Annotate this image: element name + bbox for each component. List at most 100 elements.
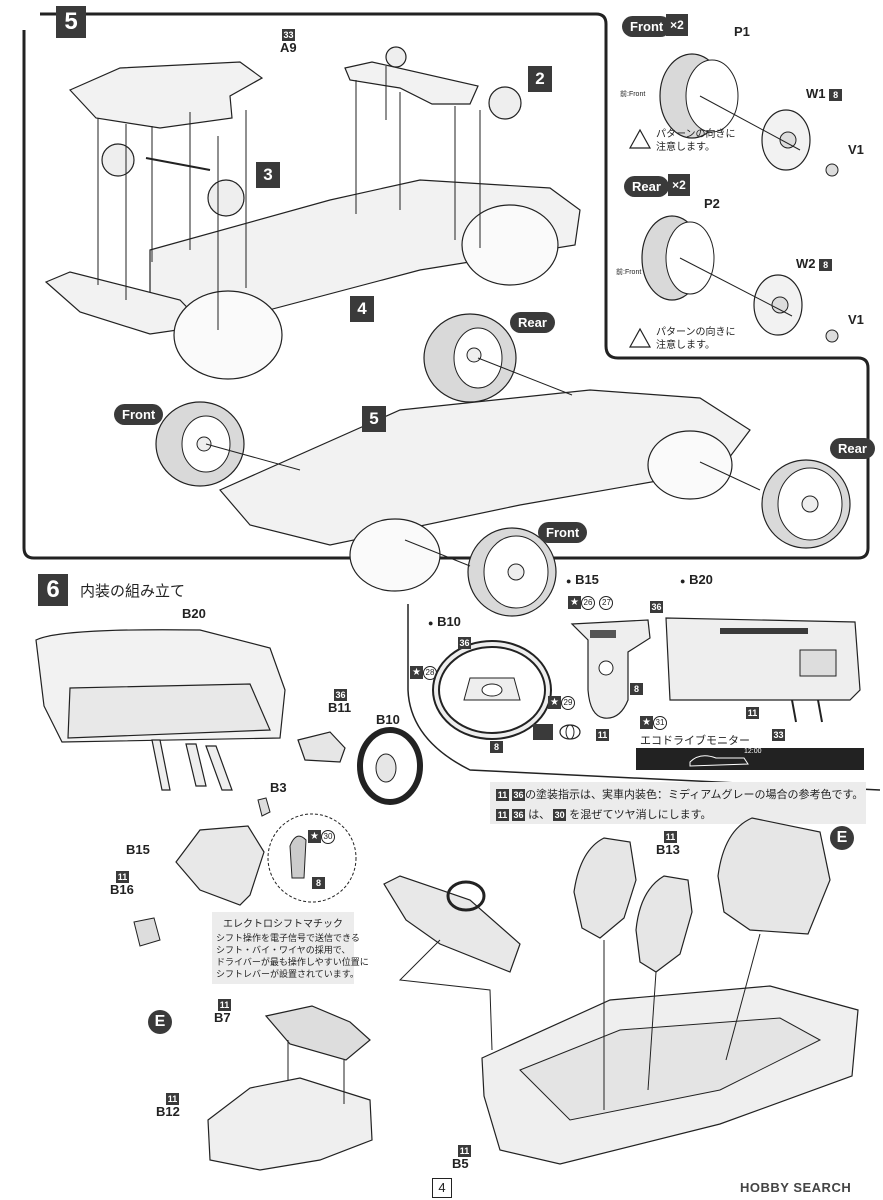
label-b7: B7 bbox=[214, 1010, 231, 1025]
page-number: 4 bbox=[432, 1178, 452, 1198]
chassis-wheel-front bbox=[173, 290, 283, 380]
detail-b15-c11: 11 bbox=[596, 728, 609, 741]
detail-b15-screen bbox=[590, 630, 616, 638]
front-count: ×2 bbox=[666, 14, 688, 36]
b12-color: 11 bbox=[166, 1092, 179, 1105]
tire-label-rear-2: Rear bbox=[830, 438, 875, 459]
label-b16: B16 bbox=[110, 882, 134, 897]
warning-icon-front bbox=[628, 128, 652, 149]
shift-color: 8 bbox=[312, 874, 325, 892]
marker-e-bottom: E bbox=[148, 1010, 172, 1034]
label-b13: B13 bbox=[656, 842, 680, 857]
label-b15: B15 bbox=[126, 842, 150, 857]
marker-e-top: E bbox=[830, 826, 854, 850]
detail-b10-c8: 8 bbox=[490, 738, 503, 756]
rear-suspension bbox=[344, 61, 479, 105]
chassis-lower-wheel-rr bbox=[647, 430, 733, 500]
b13-color: 11 bbox=[664, 830, 677, 843]
toyota-logo-decal bbox=[533, 724, 581, 740]
rear-direction: 前:Front bbox=[616, 269, 642, 276]
eco-monitor-time: 12:00 bbox=[744, 748, 762, 755]
label-b20: B20 bbox=[182, 606, 206, 621]
detail-steering-wheel bbox=[432, 640, 552, 740]
front-hub-left bbox=[101, 143, 135, 177]
step6-number: 6 bbox=[38, 574, 68, 606]
eco-drive-monitor-screen bbox=[636, 748, 864, 770]
front-cap-v1: V1 bbox=[848, 142, 864, 157]
detail-b20-c36: 36 bbox=[650, 600, 663, 613]
front-tire-p1: P1 bbox=[734, 24, 750, 39]
rear-count: ×2 bbox=[668, 174, 690, 196]
tire-front-right bbox=[467, 527, 557, 617]
detail-b10-star29: ★29 bbox=[548, 694, 575, 712]
shift-note-title: エレクトロシフトマチック bbox=[223, 919, 343, 930]
rear-wheel-label: Rear bbox=[624, 176, 669, 197]
step5-number: 5 bbox=[56, 6, 86, 38]
front-direction: 前:Front bbox=[620, 91, 646, 98]
part-b3 bbox=[257, 797, 271, 817]
front-hub-right bbox=[207, 179, 245, 217]
detail-b20-c11: 11 bbox=[746, 706, 759, 719]
dashboard-assembly bbox=[383, 875, 521, 973]
part-b15 bbox=[175, 825, 265, 906]
note-line-2: 11 36 は、 30 を混ぜてツヤ消しにします。 bbox=[496, 809, 712, 822]
eco-monitor-label: エコドライブモニター bbox=[640, 735, 750, 747]
part-a9-color: 33 bbox=[282, 28, 295, 41]
b16-color: 11 bbox=[116, 870, 129, 883]
front-seat-right bbox=[635, 875, 693, 973]
b5-color: 11 bbox=[458, 1144, 471, 1157]
watermark: HOBBY SEARCH bbox=[740, 1180, 852, 1195]
substep-2: 2 bbox=[528, 66, 552, 92]
rear-hub bbox=[488, 86, 522, 120]
tire-front-left bbox=[155, 401, 245, 487]
substep-5: 5 bbox=[362, 406, 386, 432]
rear-cap-v1: V1 bbox=[848, 312, 864, 327]
shift-note-body: シフト操作を電子信号で送信できる シフト・バイ・ワイヤの採用で、 ドライバーが最… bbox=[216, 933, 369, 979]
rear-wheel-w2: W2 8 bbox=[796, 256, 833, 271]
part-b11 bbox=[297, 731, 346, 763]
chassis-lower bbox=[219, 389, 751, 546]
rear-caution: パターンの向きに 注意します。 bbox=[656, 327, 736, 351]
dashboard-b20 bbox=[35, 629, 286, 743]
floor-panel-a9 bbox=[68, 61, 264, 129]
front-wheel-set bbox=[659, 53, 839, 177]
tire-label-rear-1: Rear bbox=[510, 312, 555, 333]
substep-3: 3 bbox=[256, 162, 280, 188]
shift-knob-detail bbox=[289, 835, 307, 879]
tire-rear-upper bbox=[423, 313, 517, 403]
detail-b15-c8: 8 bbox=[630, 680, 643, 698]
front-wheel-w1: W1 8 bbox=[806, 86, 843, 101]
front-seat-left bbox=[573, 837, 637, 939]
part-b12 bbox=[207, 1077, 373, 1171]
shift-star-color: ★30 bbox=[308, 828, 335, 846]
step6-title: 内装の組み立て bbox=[80, 583, 186, 600]
b11-color: 36 bbox=[334, 688, 347, 701]
part-b7 bbox=[264, 1005, 371, 1061]
part-b16 bbox=[133, 917, 161, 947]
rear-wheel-set bbox=[641, 215, 839, 343]
detail-b10-c36: 36 bbox=[458, 636, 471, 649]
detail-b20-label: ● B20 bbox=[680, 572, 713, 587]
tire-label-front-1: Front bbox=[114, 404, 164, 425]
tire-label-front-2: Front bbox=[538, 522, 588, 543]
rear-seat bbox=[717, 817, 831, 935]
shift-note-box: エレクトロシフトマチック シフト操作を電子信号で送信できる シフト・バイ・ワイヤ… bbox=[212, 912, 369, 984]
b7-color: 11 bbox=[218, 998, 231, 1011]
part-b10 bbox=[357, 727, 423, 805]
detail-b20-c33: 33 bbox=[772, 728, 785, 741]
rear-shock-top bbox=[385, 46, 407, 68]
chassis-lower-wheel-fl bbox=[349, 518, 441, 592]
label-b10: B10 bbox=[376, 712, 400, 727]
detail-b10-star28: ★28 bbox=[410, 664, 437, 682]
warning-icon-rear bbox=[628, 327, 652, 348]
chassis-wheel-rear bbox=[461, 204, 559, 286]
detail-b20-star31: ★31 bbox=[640, 714, 667, 732]
detail-b15-label: ● B15 bbox=[566, 572, 599, 587]
label-b3: B3 bbox=[270, 780, 287, 795]
notes-box bbox=[490, 782, 866, 824]
part-a9-label: A9 bbox=[280, 40, 297, 55]
detail-divider bbox=[407, 604, 881, 791]
tire-rear-right bbox=[761, 459, 851, 549]
